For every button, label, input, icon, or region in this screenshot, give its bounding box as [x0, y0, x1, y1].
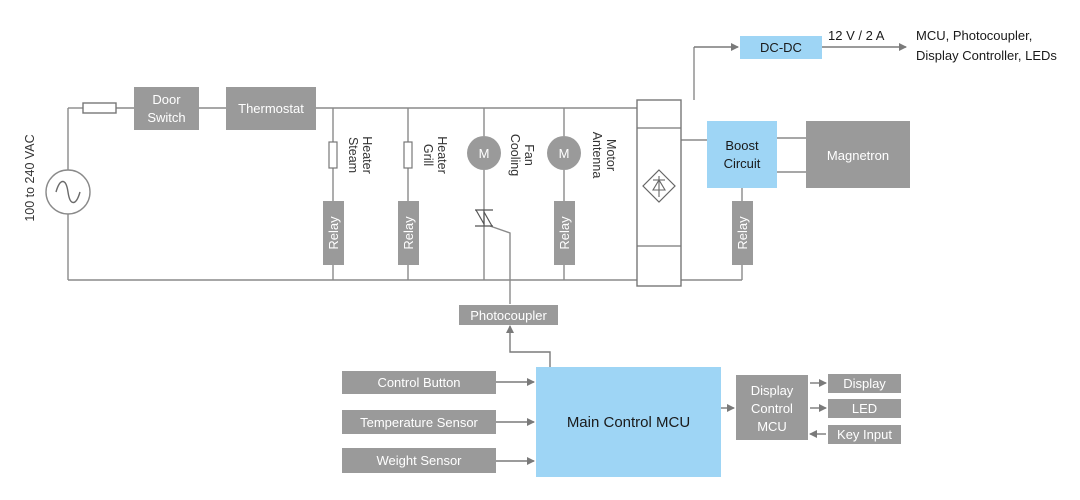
svg-text:Weight Sensor: Weight Sensor	[376, 453, 462, 468]
svg-text:Key Input: Key Input	[837, 427, 892, 442]
display-output-block: Display	[828, 374, 901, 393]
cooling-fan-motor: M CoolingFan	[467, 134, 536, 176]
ac-power-wiring	[67, 47, 806, 281]
dcdc-block: DC-DC	[740, 36, 822, 59]
key-input-block: Key Input	[828, 425, 901, 444]
steam-heater-relay: Relay	[323, 201, 344, 265]
temperature-sensor-block: Temperature Sensor	[342, 410, 496, 434]
antenna-motor-relay: Relay	[554, 201, 575, 265]
triac-symbol	[475, 209, 493, 227]
supply-label: 100 to 240 VAC	[23, 134, 37, 221]
control-button-block: Control Button	[342, 371, 496, 394]
grill-heater-relay: Relay	[398, 201, 419, 265]
svg-text:Relay: Relay	[735, 216, 750, 250]
photocoupler-block: Photocoupler	[459, 305, 558, 325]
svg-text:Thermostat: Thermostat	[238, 101, 304, 116]
svg-text:Relay: Relay	[557, 216, 572, 250]
svg-text:Relay: Relay	[401, 216, 416, 250]
thermostat-block: Thermostat	[226, 87, 316, 130]
svg-text:M: M	[479, 146, 490, 161]
svg-text:GrillHeater: GrillHeater	[421, 136, 449, 174]
svg-text:Main Control MCU: Main Control MCU	[567, 414, 690, 431]
led-output-block: LED	[828, 399, 901, 418]
heater-resistor-symbol	[328, 141, 338, 169]
magnetron-block: Magnetron	[806, 121, 910, 188]
rectifier-block	[636, 99, 682, 287]
grill-heater: GrillHeater	[403, 136, 449, 174]
svg-text:DC-DC: DC-DC	[760, 40, 802, 55]
svg-text:Magnetron: Magnetron	[827, 148, 889, 163]
weight-sensor-block: Weight Sensor	[342, 448, 496, 473]
magnetron-relay: Relay	[732, 201, 753, 265]
svg-text:AntennaMotor: AntennaMotor	[590, 132, 618, 179]
svg-text:Photocoupler: Photocoupler	[470, 308, 547, 323]
svg-text:Relay: Relay	[326, 216, 341, 250]
dcdc-output-label: 12 V / 2 A	[828, 28, 885, 43]
fuse-symbol	[82, 102, 117, 114]
ac-source-symbol	[45, 169, 91, 215]
svg-text:CoolingFan: CoolingFan	[508, 134, 536, 176]
svg-text:Display: Display	[843, 376, 886, 391]
svg-text:M: M	[559, 146, 570, 161]
dcdc-loads-label: MCU, Photocoupler,Display Controller, LE…	[916, 28, 1057, 63]
main-control-mcu-block: Main Control MCU	[536, 367, 721, 477]
heater-resistor-symbol	[403, 141, 413, 169]
antenna-motor: M AntennaMotor	[547, 132, 618, 179]
svg-text:SteamHeater: SteamHeater	[346, 136, 374, 174]
svg-text:LED: LED	[852, 401, 877, 416]
svg-text:Control Button: Control Button	[377, 375, 460, 390]
signal-arrows	[489, 43, 907, 465]
steam-heater: SteamHeater	[328, 136, 374, 174]
svg-text:Temperature Sensor: Temperature Sensor	[360, 415, 478, 430]
